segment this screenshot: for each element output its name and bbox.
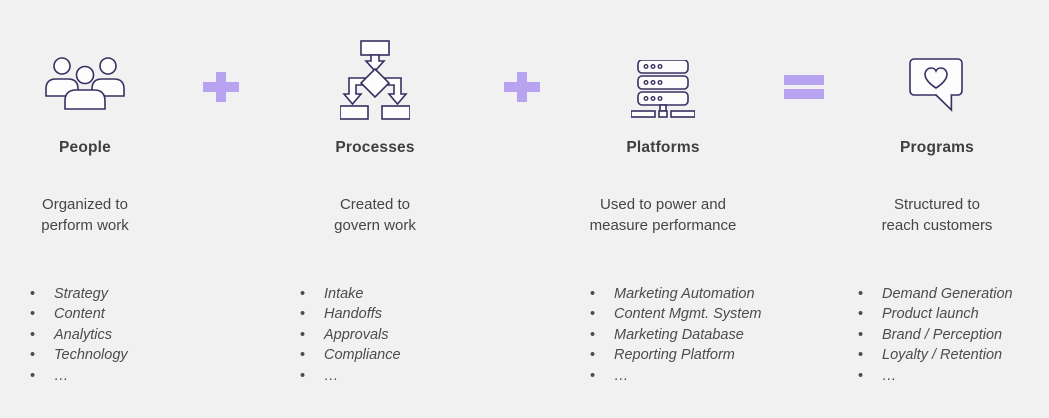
bullet-list: Intake Handoffs Approvals Compliance …	[300, 284, 401, 386]
column-title: Platforms	[626, 139, 700, 156]
column-title: People	[58, 139, 112, 156]
description-line: perform work	[41, 217, 129, 234]
bullet-list: Demand Generation Product launch Brand /…	[858, 284, 1013, 386]
description-line: measure performance	[589, 217, 737, 234]
flowchart-icon	[285, 40, 465, 120]
description-line: Created to	[339, 196, 411, 213]
list-item: Reporting Platform	[590, 345, 761, 366]
column-description: Structured to reach customers	[827, 194, 1047, 236]
column-programs: Programs Structured to reach customers De…	[827, 0, 1047, 418]
plus-icon	[504, 72, 540, 107]
column-description: Used to power and measure performance	[553, 194, 773, 236]
list-item: Content Mgmt. System	[590, 304, 761, 325]
list-item: Technology	[30, 345, 128, 366]
column-processes: Processes Created to govern work Intake H…	[285, 0, 465, 418]
plus-icon	[203, 72, 239, 107]
column-description: Organized to perform work	[0, 194, 170, 236]
bullet-list: Strategy Content Analytics Technology …	[30, 284, 128, 386]
description-line: reach customers	[881, 217, 993, 234]
description-line: govern work	[334, 217, 416, 234]
list-item: Intake	[300, 284, 401, 305]
list-item: Brand / Perception	[858, 325, 1013, 346]
list-item: Analytics	[30, 325, 128, 346]
list-item: Handoffs	[300, 304, 401, 325]
list-item: Content	[30, 304, 128, 325]
column-title: Processes	[335, 139, 415, 156]
column-people: People Organized to perform work Strategy…	[0, 0, 170, 418]
list-item: Approvals	[300, 325, 401, 346]
list-item: Marketing Automation	[590, 284, 761, 305]
list-item: Strategy	[30, 284, 128, 305]
description-line: Structured to	[894, 196, 980, 213]
list-item: Compliance	[300, 345, 401, 366]
list-item: Loyalty / Retention	[858, 345, 1013, 366]
people-group-icon	[0, 54, 170, 110]
list-item: …	[590, 366, 761, 387]
server-stack-icon	[553, 60, 773, 118]
list-item: Product launch	[858, 304, 1013, 325]
list-item: …	[300, 366, 401, 387]
list-item: …	[30, 366, 128, 387]
list-item: …	[858, 366, 1013, 387]
description-line: Organized to	[42, 196, 128, 213]
equals-icon	[784, 75, 824, 104]
column-platforms: Platforms Used to power and measure perfo…	[553, 0, 773, 418]
description-line: Used to power and	[600, 196, 726, 213]
column-title: Programs	[900, 139, 974, 156]
chat-heart-icon	[827, 56, 1047, 114]
bullet-list: Marketing Automation Content Mgmt. Syste…	[590, 284, 761, 386]
column-description: Created to govern work	[285, 194, 465, 236]
list-item: Marketing Database	[590, 325, 761, 346]
list-item: Demand Generation	[858, 284, 1013, 305]
